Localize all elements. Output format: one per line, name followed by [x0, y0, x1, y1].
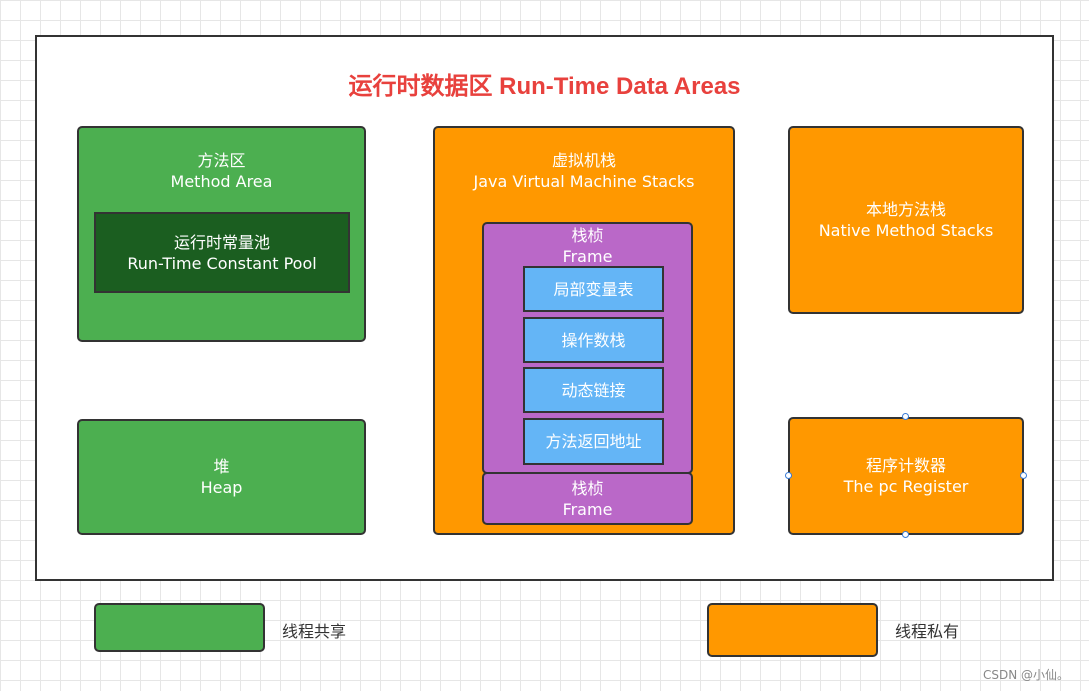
constant-pool-en: Run-Time Constant Pool [127, 253, 317, 273]
native-stacks-zh: 本地方法栈 [865, 200, 946, 219]
resize-handle-left[interactable] [785, 472, 792, 479]
resize-handle-bottom[interactable] [902, 531, 909, 538]
constant-pool-box[interactable]: 运行时常量池 Run-Time Constant Pool [94, 212, 350, 293]
resize-handle-right[interactable] [1020, 472, 1027, 479]
method-area-zh: 方法区 [197, 151, 246, 170]
frame2-box[interactable]: 栈桢 Frame [482, 472, 693, 525]
frame-zh: 栈桢 [571, 226, 604, 245]
legend-shared-label: 线程共享 [282, 622, 347, 641]
pc-register-zh: 程序计数器 [865, 456, 946, 475]
native-stacks-en: Native Method Stacks [818, 221, 994, 240]
operand-stack-box[interactable]: 操作数栈 [523, 317, 664, 363]
local-variables-label: 局部变量表 [553, 279, 634, 299]
local-variables-box[interactable]: 局部变量表 [523, 266, 664, 312]
dynamic-linking-box[interactable]: 动态链接 [523, 367, 664, 413]
heap-en: Heap [200, 478, 243, 497]
jvm-stacks-zh: 虚拟机栈 [551, 151, 616, 170]
heap-box[interactable]: 堆 Heap [77, 419, 366, 535]
pc-register-box[interactable]: 程序计数器 The pc Register [788, 417, 1024, 535]
legend-shared-swatch [94, 603, 265, 652]
heap-zh: 堆 [213, 457, 230, 476]
jvm-stacks-en: Java Virtual Machine Stacks [473, 172, 695, 191]
return-address-label: 方法返回地址 [545, 432, 642, 451]
legend-private-label: 线程私有 [895, 622, 960, 641]
pc-register-en: The pc Register [843, 477, 969, 496]
operand-stack-label: 操作数栈 [561, 330, 626, 350]
watermark: CSDN @小仙。 [982, 668, 1069, 682]
frame2-zh: 栈桢 [571, 478, 604, 498]
dynamic-linking-label: 动态链接 [561, 380, 626, 400]
frame-en: Frame [562, 247, 613, 266]
legend-private-swatch [707, 603, 878, 657]
native-stacks-box[interactable]: 本地方法栈 Native Method Stacks [788, 126, 1024, 314]
resize-handle-top[interactable] [902, 413, 909, 420]
diagram-title: 运行时数据区 Run-Time Data Areas [348, 73, 741, 100]
constant-pool-zh: 运行时常量池 [173, 232, 270, 252]
method-area-en: Method Area [170, 172, 273, 191]
frame2-en: Frame [562, 499, 613, 519]
return-address-box[interactable]: 方法返回地址 [523, 418, 664, 465]
